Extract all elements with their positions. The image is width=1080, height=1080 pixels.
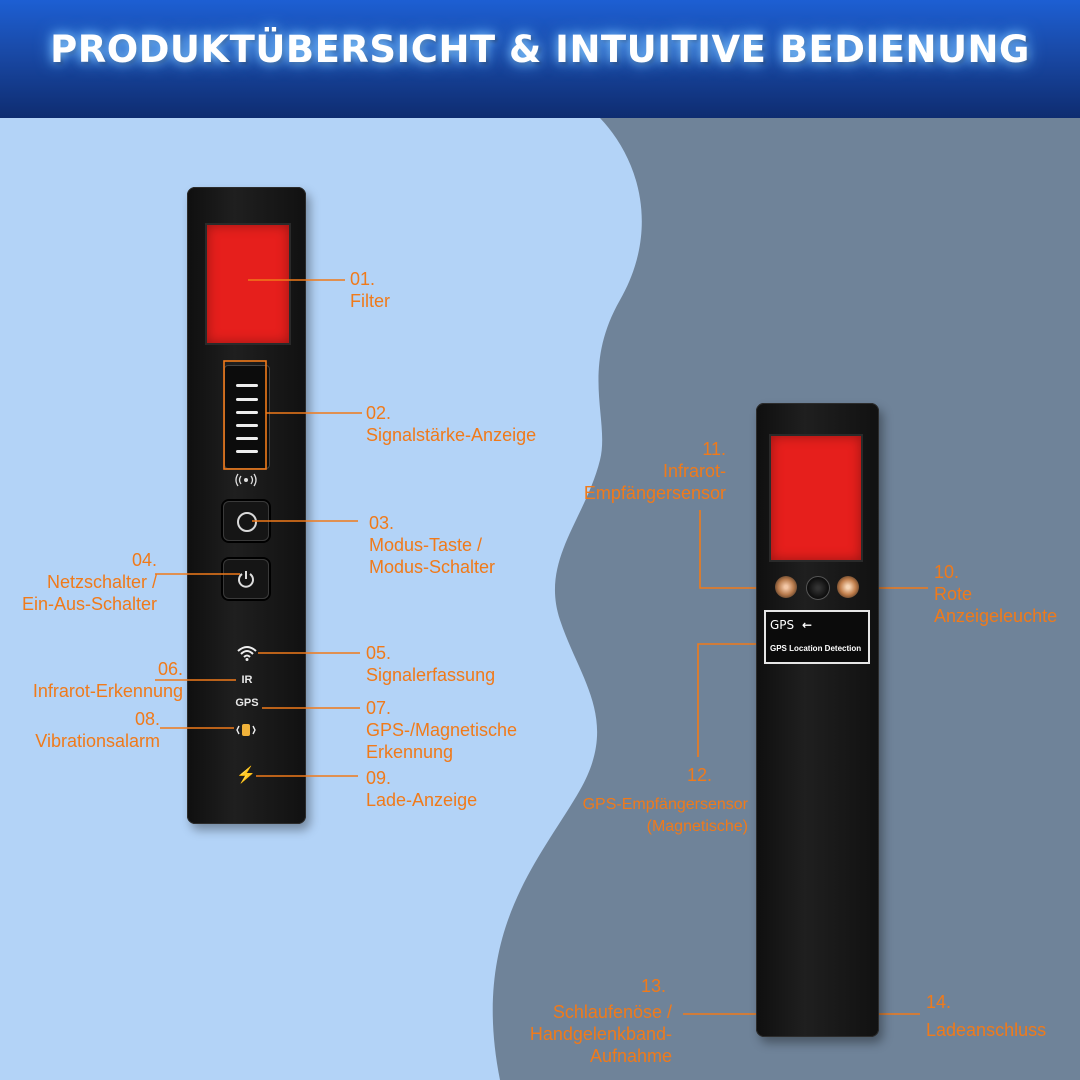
label-13-num: 13. [640, 976, 666, 996]
label-07-line1: GPS-/Magnetische [366, 720, 518, 740]
broadcast-icon [235, 473, 257, 487]
label-07-num: 07. [366, 698, 392, 718]
charge-icon: ⚡ [236, 767, 256, 784]
wifi-icon [237, 646, 257, 661]
label-04-line2: Ein-Aus-Schalter [21, 594, 157, 614]
label-03-line2: Modus-Schalter [369, 557, 496, 577]
page-title: PRODUKTÜBERSICHT & INTUITIVE BEDIENUNG [50, 28, 1030, 71]
label-12-line1: GPS-Empfängersensor [582, 796, 748, 813]
power-button[interactable] [223, 559, 269, 599]
label-01-num: 01. [350, 269, 376, 289]
label-11-num: 11. [702, 439, 726, 459]
gps-icon: GPS [235, 697, 259, 709]
label-05-text: Signalerfassung [366, 665, 496, 685]
label-09-text: Lade-Anzeige [366, 790, 478, 810]
vibration-icon [236, 724, 256, 736]
label-09-num: 09. [366, 768, 392, 788]
label-04-num: 04. [131, 550, 157, 570]
red-indicator-led [837, 576, 859, 598]
label-04: 04. Netzschalter / Ein-Aus-Schalter [0, 549, 157, 615]
label-05: 05. Signalerfassung [366, 642, 495, 686]
label-08: 08. Vibrationsalarm [0, 708, 160, 752]
arrow-left-icon: ← [801, 618, 813, 632]
label-12: 12. GPS-Empfängersensor (Magnetische) [540, 764, 748, 838]
label-14-num: 14. [926, 992, 952, 1012]
label-10: 10. Rote Anzeigeleuchte [934, 561, 1057, 627]
signal-strength-indicator [224, 365, 270, 469]
label-13-line1: Schlaufenöse / [552, 1002, 672, 1022]
label-06-text: Infrarot-Erkennung [32, 681, 183, 701]
label-02-num: 02. [366, 403, 392, 423]
label-13-line3: Aufnahme [589, 1046, 672, 1066]
label-08-text: Vibrationsalarm [35, 731, 160, 751]
ir-icon: IR [241, 674, 253, 686]
label-10-num: 10. [934, 562, 960, 582]
label-12-num: 12. [686, 765, 712, 785]
label-01-text: Filter [350, 291, 390, 311]
ir-receiver-window [769, 434, 863, 562]
label-10-line2: Anzeigeleuchte [934, 606, 1058, 626]
label-11-line2: Empfängersensor [583, 483, 726, 503]
gps-panel-text: GPS Location Detection [770, 644, 862, 653]
label-03: 03. Modus-Taste / Modus-Schalter [369, 512, 495, 578]
label-03-num: 03. [369, 513, 395, 533]
label-09: 09. Lade-Anzeige [366, 767, 477, 811]
gps-badge: GPS ← [770, 618, 812, 632]
label-11-line1: Infrarot- [662, 461, 726, 481]
label-13-line2: Handgelenkband- [529, 1024, 672, 1044]
label-07: 07. GPS-/Magnetische Erkennung [366, 697, 517, 763]
gps-badge-text: GPS [770, 618, 795, 632]
label-02-text: Signalstärke-Anzeige [366, 425, 537, 445]
label-01: 01. Filter [350, 268, 390, 312]
detector-front: IR GPS ⚡ [187, 187, 306, 824]
label-14: 14. Ladeanschluss [926, 991, 1046, 1041]
label-11: 11. Infrarot- Empfängersensor [540, 438, 726, 504]
ir-sensor-lens [806, 576, 830, 600]
label-12-line2: (Magnetische) [646, 818, 748, 835]
label-13: 13. Schlaufenöse / Handgelenkband- Aufna… [490, 975, 672, 1067]
label-04-line1: Netzschalter / [46, 572, 157, 592]
signal-bars [236, 384, 258, 453]
label-06-num: 06. [157, 659, 183, 679]
filter-window [205, 223, 291, 345]
label-06: 06. Infrarot-Erkennung [0, 658, 183, 702]
label-14-text: Ladeanschluss [926, 1020, 1047, 1040]
gps-sensor-panel: GPS ← GPS Location Detection [764, 610, 870, 664]
label-10-line1: Rote [934, 584, 973, 604]
mode-ring-icon [237, 512, 257, 532]
label-03-line1: Modus-Taste / [369, 535, 483, 555]
label-02: 02. Signalstärke-Anzeige [366, 402, 536, 446]
label-08-num: 08. [134, 709, 160, 729]
detector-back: GPS ← GPS Location Detection [756, 403, 879, 1037]
header-banner: PRODUKTÜBERSICHT & INTUITIVE BEDIENUNG [0, 0, 1080, 118]
label-07-line2: Erkennung [366, 742, 454, 762]
power-icon [238, 571, 254, 588]
label-05-num: 05. [366, 643, 392, 663]
led-left [775, 576, 797, 598]
